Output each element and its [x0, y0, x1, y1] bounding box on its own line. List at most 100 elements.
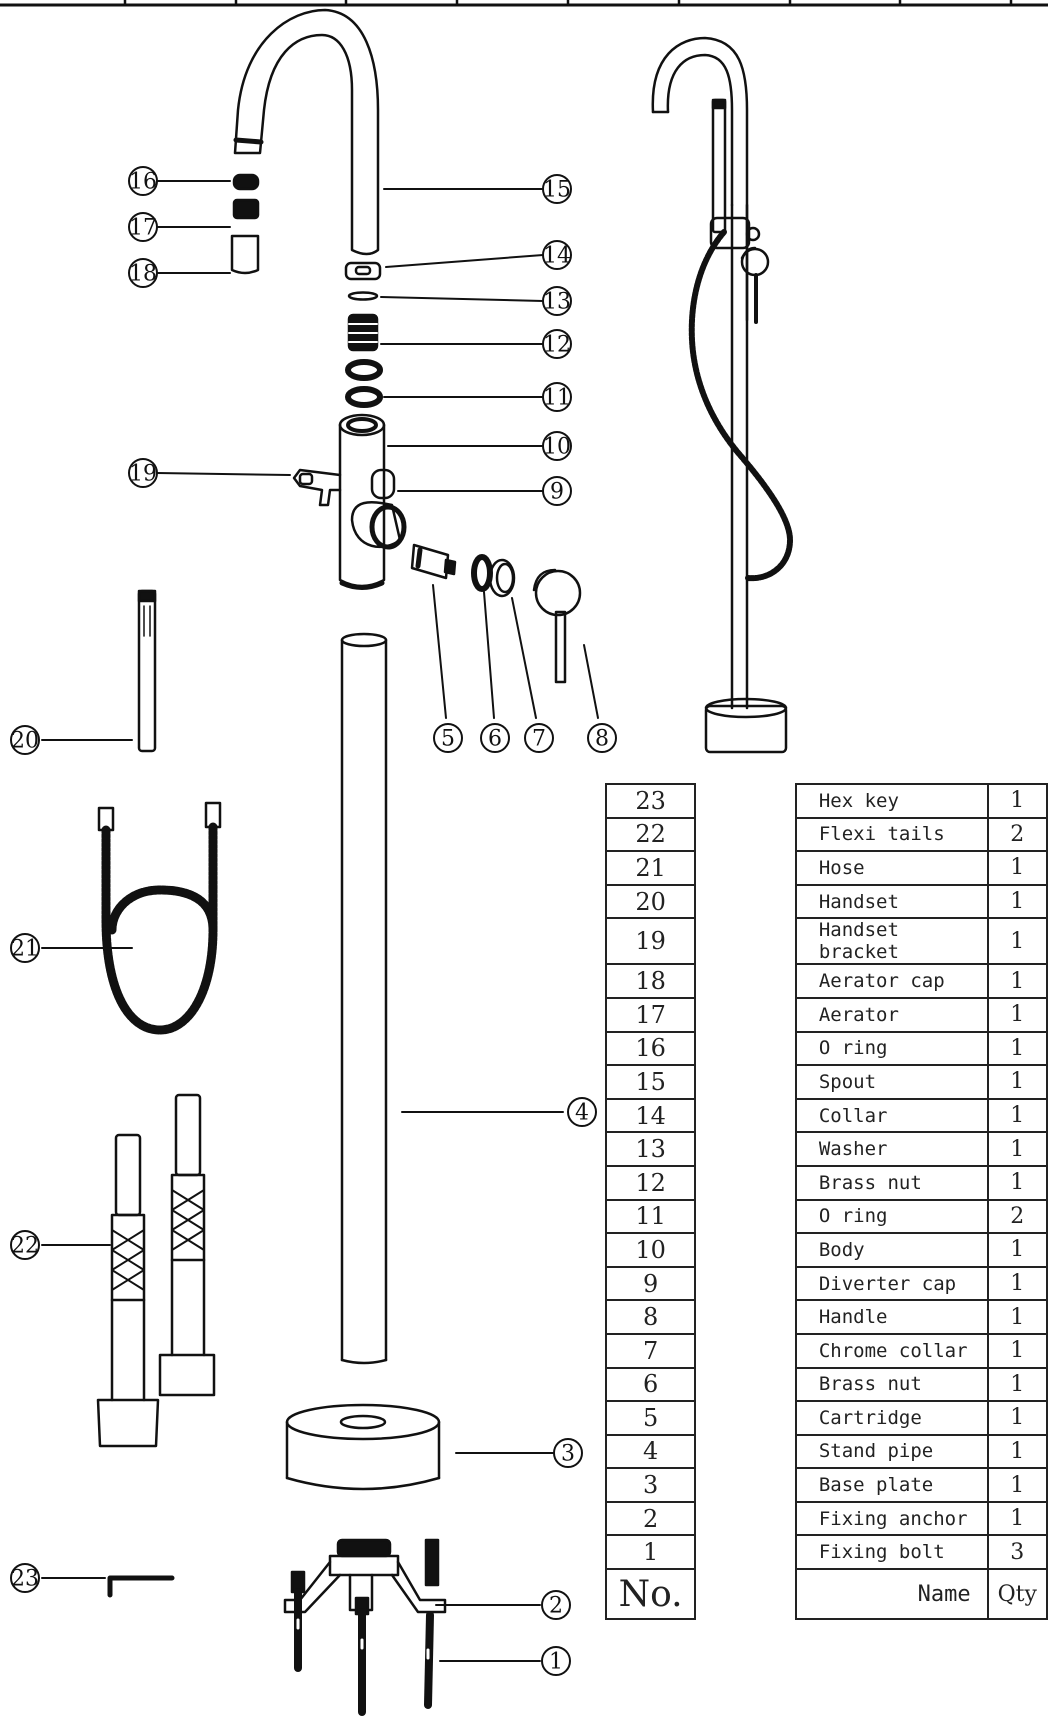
callout-circle: [10, 1230, 40, 1260]
callout-6: 6: [480, 723, 510, 753]
callout-21: 21: [10, 933, 40, 963]
callout-circle: [10, 1563, 40, 1593]
row-gap: [694, 1501, 797, 1536]
row-gap: [694, 1031, 797, 1066]
callout-circle: [524, 723, 554, 753]
callout-label: 2: [549, 1594, 563, 1619]
row-gap: [694, 997, 797, 1032]
part-name: Handle: [794, 1299, 989, 1335]
part-name: Chrome collar: [794, 1332, 989, 1369]
callout-circle: [128, 458, 158, 488]
part-name: Body: [794, 1232, 989, 1268]
part-number: 19: [604, 917, 697, 966]
row-gap: [694, 1333, 797, 1368]
callout-23: 23: [10, 1563, 40, 1593]
part-qty: 2: [986, 816, 1048, 853]
chrome-collar-7: [488, 558, 516, 598]
callout-1: 1: [541, 1646, 571, 1676]
body-part: [292, 413, 407, 590]
base-plate-part: [285, 1403, 441, 1491]
callout-circle: [542, 382, 572, 412]
part-qty: 1: [986, 1030, 1048, 1067]
part-qty: 1: [986, 1232, 1048, 1268]
row-gap: [694, 1367, 797, 1402]
part-qty: 1: [986, 883, 1048, 920]
handle-part: [532, 568, 582, 684]
part-number: 8: [604, 1299, 697, 1335]
callout-circle: [128, 166, 158, 196]
callout-label: 15: [543, 178, 571, 203]
leader-lines: [41, 180, 599, 1662]
header-qty: Qty: [986, 1568, 1048, 1621]
callout-label: 10: [543, 435, 571, 460]
row-gap: [694, 884, 797, 919]
part-number: 1: [604, 1534, 697, 1571]
callout-label: 16: [129, 170, 157, 195]
row-gap: [694, 784, 797, 818]
callout-circle: [128, 258, 158, 288]
part-qty: 1: [986, 1366, 1048, 1403]
callout-4: 4: [567, 1097, 597, 1127]
part-number: 13: [604, 1131, 697, 1167]
part-name: Brass nut: [794, 1366, 989, 1403]
part-name: Handset: [794, 883, 989, 920]
callout-label: 20: [11, 729, 39, 754]
callout-circle: [587, 723, 617, 753]
callout-19: 19: [128, 458, 158, 488]
part-number: 12: [604, 1164, 697, 1201]
parts-table-header: No. Name Qty: [604, 1568, 1048, 1621]
callout-9: 9: [542, 476, 572, 506]
part-number: 20: [604, 883, 697, 920]
callout-20: 20: [10, 725, 40, 755]
part-qty: 1: [986, 1265, 1048, 1302]
row-gap: [694, 1401, 797, 1435]
row-gap: [694, 1098, 797, 1133]
part-number: 16: [604, 1030, 697, 1067]
part-qty: 1: [986, 1400, 1048, 1436]
callout-12: 12: [542, 329, 572, 359]
header-name: Name: [794, 1568, 989, 1621]
header-no: No.: [604, 1568, 697, 1621]
part-name: Base plate: [794, 1467, 989, 1503]
callout-label: 8: [595, 727, 609, 752]
part-number: 15: [604, 1064, 697, 1100]
part-name: Hex key: [794, 783, 989, 819]
part-qty: 1: [986, 917, 1048, 966]
row-gap: [694, 1468, 797, 1502]
part-number: 2: [604, 1500, 697, 1537]
part-number: 11: [604, 1198, 697, 1235]
row-gap: [694, 1065, 797, 1099]
callout-circle: [542, 476, 572, 506]
row-gap: [694, 1165, 797, 1200]
part-number: 3: [604, 1467, 697, 1503]
row-gap: [694, 1132, 797, 1166]
row-gap: [694, 1266, 797, 1301]
callout-circle: [542, 240, 572, 270]
callout-circle: [541, 1590, 571, 1620]
part-qty: 1: [986, 1467, 1048, 1503]
callout-13: 13: [542, 286, 572, 316]
callout-label: 17: [129, 216, 157, 241]
part-qty: 1: [986, 1131, 1048, 1167]
callout-circle: [541, 1646, 571, 1676]
callout-11: 11: [542, 382, 572, 412]
part-name: Aerator: [794, 996, 989, 1033]
callout-circle: [542, 286, 572, 316]
hose-part: [97, 801, 222, 1035]
